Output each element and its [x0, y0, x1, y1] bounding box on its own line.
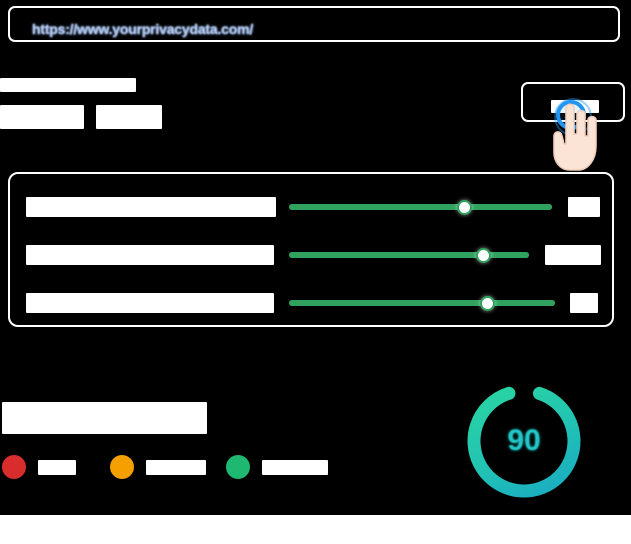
- gauge-value-text: 90: [507, 424, 541, 457]
- page-kicker: ███████████: [0, 78, 136, 92]
- slider-fill: [289, 204, 552, 210]
- legend-item-1-label: ████: [38, 460, 76, 475]
- setting-row-3: █████████████ ██: [10, 280, 612, 326]
- hand-pointer-icon: [548, 100, 602, 172]
- address-bar[interactable]: https://www.yourprivacydata.com/: [8, 6, 620, 42]
- score-gauge: 90: [461, 378, 587, 504]
- performance-section-title: █████████████: [2, 402, 207, 434]
- setting-row-3-slider[interactable]: [289, 296, 555, 311]
- setting-row-3-value: ██: [570, 293, 598, 313]
- slider-fill: [289, 300, 555, 306]
- setting-row-1: ███████████████ ███: [10, 184, 612, 230]
- setting-row-2: ██████████████ █████: [10, 232, 612, 278]
- setting-row-1-value: ███: [568, 197, 600, 217]
- legend-item-2-label: ██████: [146, 460, 206, 475]
- address-bar-url-text[interactable]: https://www.yourprivacydata.com/: [32, 21, 254, 37]
- setting-row-2-slider[interactable]: [289, 248, 529, 263]
- setting-row-1-slider[interactable]: [289, 200, 552, 215]
- setting-row-1-label: ███████████████: [26, 197, 276, 217]
- slider-fill: [289, 252, 529, 258]
- legend-dot-green-icon: [226, 455, 250, 479]
- setting-row-2-value: █████: [545, 245, 601, 265]
- privacy-settings-card: ███████████████ ███ ██████████████ █████…: [8, 172, 614, 327]
- page-title-part-2: █████: [96, 105, 162, 129]
- page-title-part-1: ██████: [0, 105, 84, 129]
- gauge-ring-icon: [467, 384, 581, 498]
- legend-dot-red-icon: [2, 455, 26, 479]
- slider-thumb[interactable]: [480, 296, 495, 311]
- setting-row-2-label: ██████████████: [26, 245, 274, 265]
- slider-thumb[interactable]: [476, 248, 491, 263]
- legend-item-3-label: ███████: [262, 460, 328, 475]
- legend-dot-orange-icon: [110, 455, 134, 479]
- setting-row-3-label: █████████████: [26, 293, 274, 313]
- slider-thumb[interactable]: [457, 200, 472, 215]
- browser-viewport: https://www.yourprivacydata.com/ ███████…: [0, 0, 631, 515]
